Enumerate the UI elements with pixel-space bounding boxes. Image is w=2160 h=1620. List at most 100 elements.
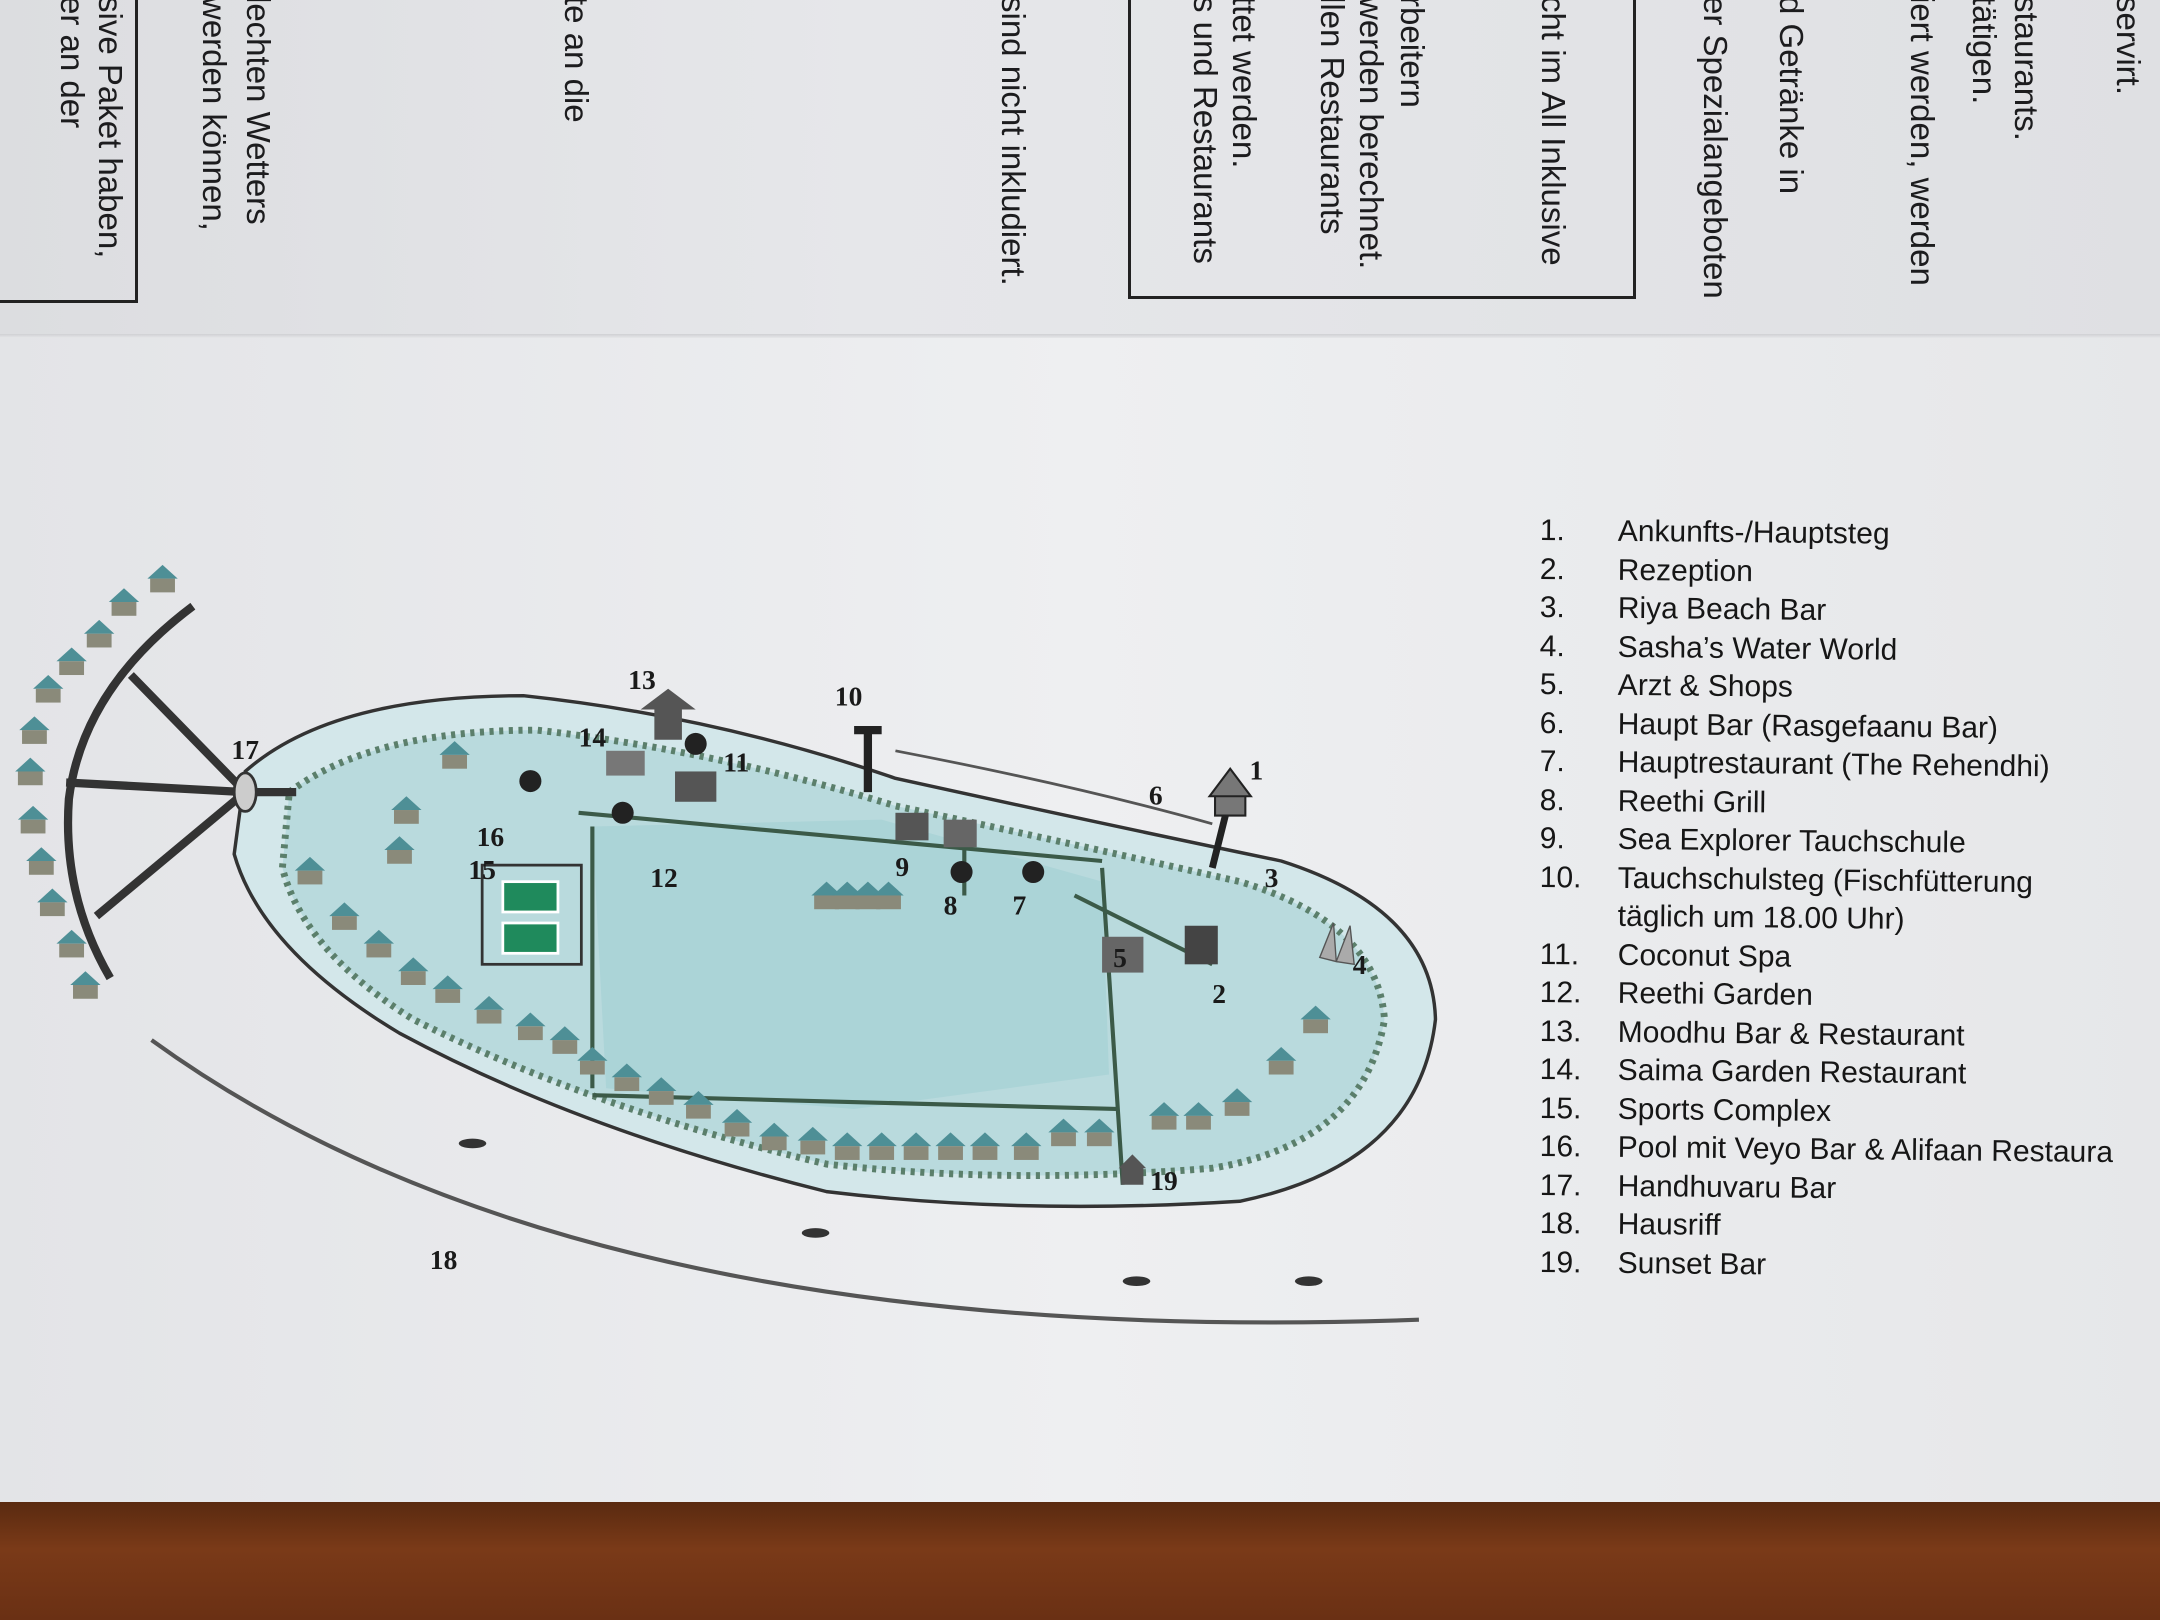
- boat-route: [895, 749, 1213, 826]
- legend-item: 15.Sports Complex: [1540, 1090, 2114, 1135]
- text-column: er an der: [54, 0, 91, 129]
- villa-icon: [969, 1132, 1001, 1160]
- map-label-11: 11: [723, 746, 749, 777]
- rezeption-icon: [1184, 925, 1218, 965]
- legend-number: 17.: [1539, 1168, 1582, 1203]
- villa-icon: [611, 1063, 642, 1092]
- legend-label: Arzt & Shops: [1617, 669, 1794, 704]
- fish-icon: [458, 1138, 487, 1149]
- villa-icon: [721, 1108, 753, 1137]
- legend-item: 14.Saima Garden Restaurant: [1540, 1051, 2114, 1096]
- sunset-bar-icon: [1118, 1154, 1147, 1185]
- villa-icon: [84, 619, 115, 648]
- reethi-garden: [592, 819, 1109, 1109]
- villa-icon: [147, 564, 178, 593]
- villa-icon: [1048, 1118, 1079, 1147]
- legend-item: 13.Moodhu Bar & Restaurant: [1540, 1013, 2115, 1058]
- text-column: staurants.: [2008, 0, 2045, 141]
- legend-label: Pool mit Veyo Bar & Alifaan Restaura: [1617, 1131, 2114, 1170]
- handhuvaru-bar-icon: [232, 771, 258, 813]
- text-column: te an die: [558, 0, 595, 123]
- text-column: iert werden, werden: [1904, 0, 1941, 286]
- legend-label: Sea Explorer Tauchschule: [1617, 823, 1966, 860]
- text-column: cht im All Inklusive: [1535, 0, 1572, 266]
- map-label-3: 3: [1265, 862, 1279, 893]
- legend-item: 2. Rezeption: [1540, 551, 2120, 596]
- villa-icon: [329, 902, 360, 930]
- villa-icon: [1148, 1102, 1180, 1130]
- legend-label: Ankunfts-/Hauptsteg: [1617, 515, 1890, 551]
- legend-label: Rezeption: [1617, 553, 1754, 588]
- villa-icon: [1300, 1005, 1331, 1034]
- legend-label: Sunset Bar: [1617, 1246, 1767, 1282]
- legend-number: 12.: [1539, 976, 1582, 1010]
- legend-item: 4.Sasha’s Water World: [1540, 628, 2119, 673]
- text-column: llen Restaurants: [1314, 0, 1351, 235]
- villa-icon: [398, 957, 429, 985]
- villa-icon: [515, 1012, 546, 1041]
- villa-icon: [432, 975, 463, 1003]
- wooden-table: [0, 1502, 2160, 1620]
- arzt-shops-icon: [1102, 936, 1144, 973]
- legend-number: 19.: [1539, 1245, 1582, 1280]
- legend-item: 16.Pool mit Veyo Bar & Alifaan Restaura: [1540, 1128, 2114, 1173]
- legend-label: Hauptrestaurant (The Rehendhi): [1617, 746, 2050, 784]
- legend-number: 2.: [1539, 552, 1565, 587]
- text-column: er Spezialangeboten: [1697, 0, 1734, 299]
- pier-arm: [65, 778, 246, 797]
- legend-item: 11.Coconut Spa: [1540, 936, 2116, 981]
- villa-icon: [56, 647, 87, 676]
- legend-item: 10.Tauchschulsteg (Fischfütterung: [1540, 859, 2116, 904]
- legend-label: Haupt Bar (Rasgefaanu Bar): [1617, 707, 1999, 745]
- legend-label: Sports Complex: [1617, 1092, 1832, 1128]
- pier-arm: [93, 788, 248, 920]
- fish-icon: [1294, 1276, 1323, 1286]
- legend-item: 6. Haupt Bar (Rasgefaanu Bar): [1540, 705, 2118, 750]
- map-label-8: 8: [944, 890, 958, 921]
- paper-fold: [0, 334, 2160, 340]
- villa-icon: [363, 929, 394, 958]
- legend-number: 11.: [1539, 937, 1580, 972]
- villa-icon: [108, 588, 140, 616]
- villa-icon: [832, 881, 863, 910]
- villa-icon: [1221, 1088, 1253, 1116]
- map-label-4: 4: [1353, 949, 1367, 980]
- legend-item: 3.Riya Beach Bar: [1540, 589, 2119, 634]
- legend-label: Hausriff: [1617, 1208, 1721, 1243]
- info-box: [0, 0, 138, 303]
- legend-item: 5. Arzt & Shops: [1540, 666, 2118, 711]
- map-label-7: 7: [1013, 890, 1027, 921]
- map-label-1: 1: [1249, 755, 1263, 786]
- villa-icon: [1084, 1118, 1115, 1147]
- dive-pier-10: [854, 725, 882, 793]
- text-column: sind nicht inkludiert.: [995, 0, 1032, 286]
- legend-label: täglich um 18.00 Uhr): [1617, 900, 1905, 937]
- legend-number: 5.: [1539, 668, 1565, 702]
- legend-number: 9.: [1539, 822, 1565, 856]
- sports-court: [501, 880, 560, 914]
- fish-icon: [801, 1228, 830, 1238]
- villa-icon: [797, 1126, 828, 1155]
- villa-icon: [935, 1132, 966, 1160]
- restaurant-icon: [611, 801, 634, 824]
- villa-icon: [852, 881, 884, 910]
- legend-number: 7.: [1539, 745, 1565, 779]
- sports-complex-area: [480, 863, 583, 966]
- restaurant-icon: [950, 861, 973, 884]
- paths: [578, 810, 1214, 1185]
- restaurant-icon: [1022, 861, 1045, 884]
- villa-icon: [439, 741, 470, 769]
- legend-label: Reethi Grill: [1617, 784, 1767, 820]
- legend-item: täglich um 18.00 Uhr): [1540, 897, 2116, 942]
- text-column: werden können,: [196, 0, 233, 231]
- map-label-2: 2: [1212, 978, 1226, 1009]
- legend-item: 18.Hausriff: [1540, 1205, 2113, 1249]
- villa-icon: [19, 716, 50, 744]
- villa-icon: [759, 1122, 790, 1151]
- legend-number: 6.: [1539, 706, 1565, 741]
- legend-item: 1.Ankunfts-/Hauptsteg: [1540, 512, 2120, 557]
- legend-item: 19. Sunset Bar: [1540, 1244, 2112, 1288]
- map-label-18: 18: [430, 1244, 458, 1275]
- villa-icon: [900, 1132, 932, 1160]
